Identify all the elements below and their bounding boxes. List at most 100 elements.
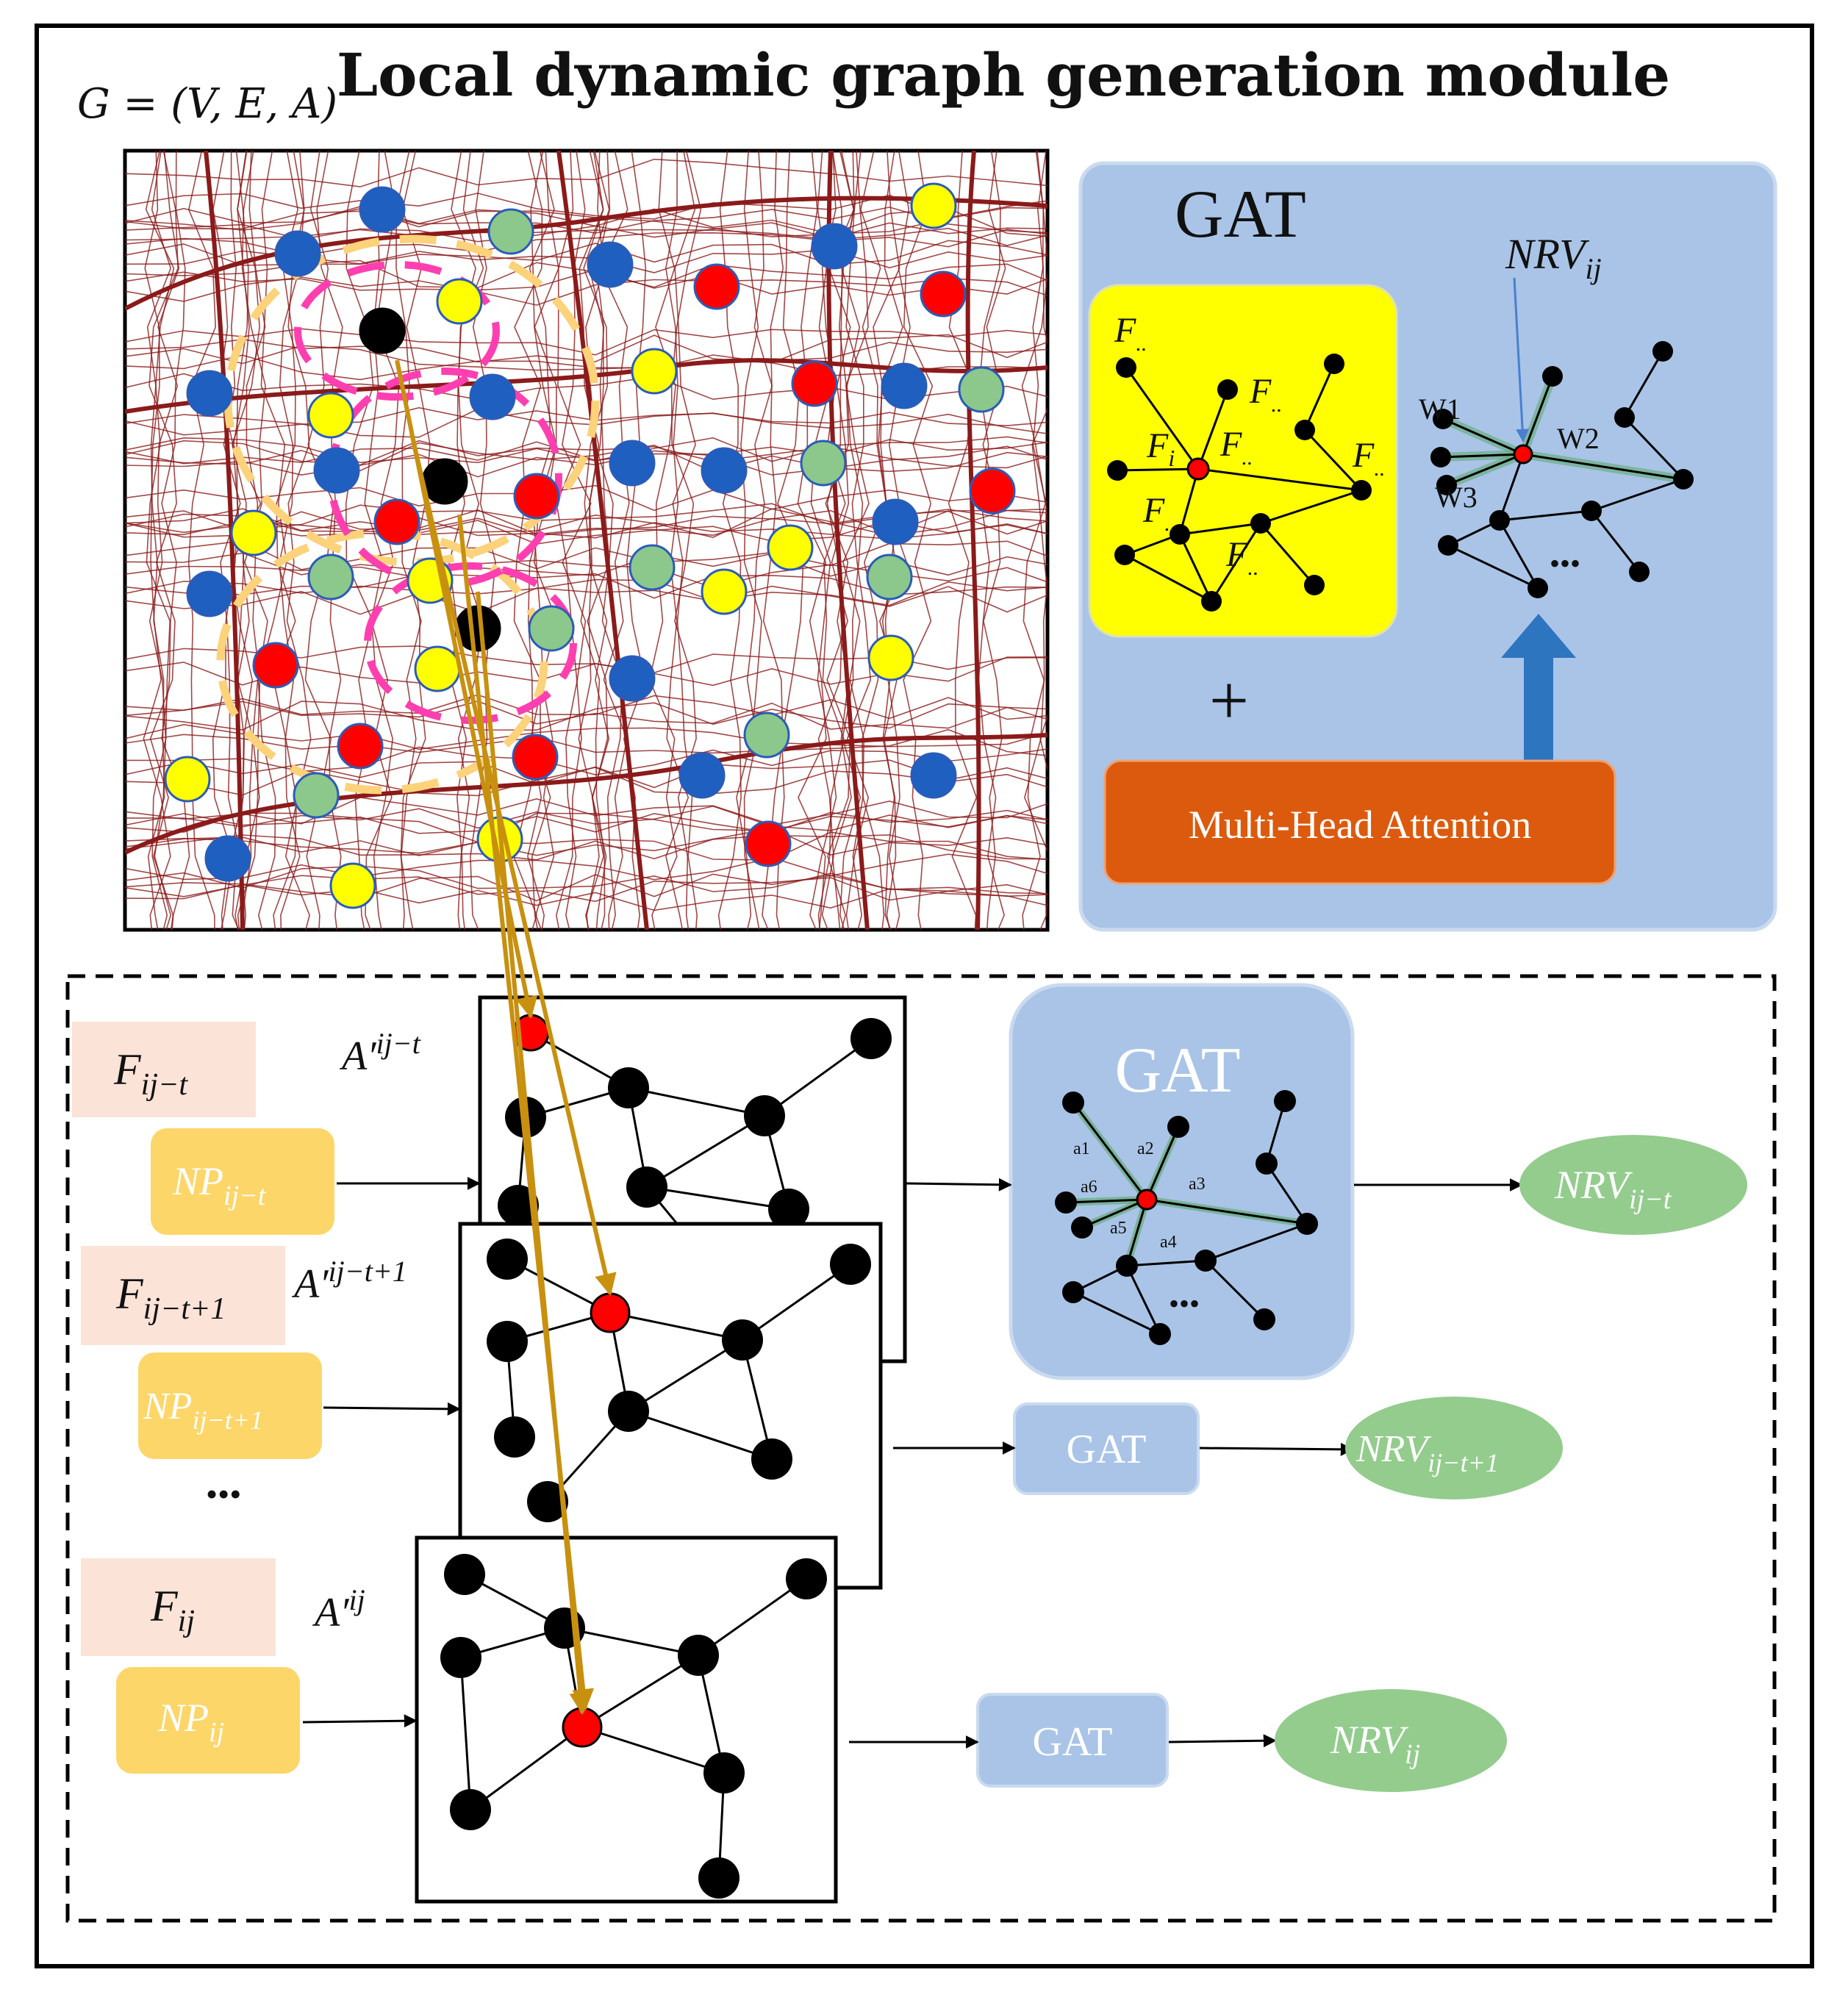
map-node	[866, 553, 913, 601]
map-node	[743, 712, 790, 759]
road	[797, 151, 827, 930]
road	[1031, 151, 1047, 773]
road	[284, 151, 312, 930]
map-node	[186, 370, 233, 417]
target-node	[590, 1292, 631, 1333]
graph-node	[1629, 562, 1650, 582]
road	[146, 151, 172, 930]
target-node	[1136, 1189, 1158, 1211]
map-node	[631, 348, 678, 395]
graph-edge	[1265, 1163, 1308, 1225]
nrv-output-t1	[1345, 1397, 1563, 1499]
target-node	[562, 1707, 603, 1748]
graph-node	[1489, 510, 1510, 531]
np-label-current: NPij	[157, 1696, 224, 1748]
road	[584, 151, 610, 930]
map-node	[969, 467, 1016, 515]
feature-label: F..	[1352, 436, 1385, 481]
graph-edge	[764, 1037, 872, 1117]
graph-node	[498, 1185, 539, 1226]
gat-panel-title: GAT	[1175, 176, 1306, 251]
weighted-graph-ellipsis: •••	[1550, 547, 1580, 580]
map-node	[872, 498, 919, 545]
graph-edge	[1303, 429, 1363, 492]
attention-weight-a5: a5	[1110, 1219, 1127, 1238]
graph-edge	[646, 1186, 789, 1211]
graph-node	[1250, 513, 1271, 534]
f-label-box-current	[81, 1558, 276, 1656]
road	[125, 206, 1047, 234]
road	[125, 276, 1047, 306]
graph-node	[1217, 379, 1238, 400]
feature-label: F..	[1114, 311, 1147, 356]
feature-graph-box	[1088, 284, 1398, 638]
road	[125, 853, 1047, 881]
attention-graph	[1055, 1090, 1318, 1345]
map-node	[745, 820, 792, 867]
road	[860, 151, 887, 930]
graph-edge	[1205, 1222, 1308, 1262]
correspondence-arrow	[409, 433, 617, 1296]
graph-edge	[698, 1577, 807, 1657]
correspondence-arrows	[395, 359, 617, 1715]
map-node	[313, 447, 360, 494]
graph-edge	[1260, 489, 1362, 525]
graph-node	[1542, 366, 1563, 387]
road	[809, 151, 837, 930]
attention-graph-ellipsis: •••	[1169, 1287, 1200, 1320]
road	[237, 151, 266, 930]
graph-node	[1149, 1323, 1171, 1345]
nrv-output-current	[1275, 1689, 1507, 1792]
graph-node	[1055, 1191, 1077, 1214]
graph-t1	[487, 1239, 871, 1522]
map-node	[791, 360, 838, 407]
graph-node	[1116, 357, 1136, 378]
graph-edge	[1072, 1102, 1148, 1200]
graph-edge	[1125, 1265, 1161, 1335]
graph-edge	[1499, 509, 1592, 522]
road	[670, 151, 702, 930]
map-node	[678, 752, 726, 799]
graph-node	[1274, 1090, 1296, 1112]
target-node	[1513, 444, 1533, 465]
graph-node	[1195, 1250, 1217, 1272]
graph-edge	[1072, 1291, 1161, 1336]
map-node	[252, 642, 299, 689]
graph-node	[487, 1321, 528, 1362]
temporal-panel	[65, 974, 1777, 1923]
road	[599, 151, 630, 930]
map-node	[487, 208, 534, 255]
graph-edge	[1065, 1198, 1147, 1204]
road	[125, 484, 1047, 512]
f-label-t: Fij−t	[113, 1045, 188, 1102]
map-node	[373, 498, 420, 545]
graph-edge	[1125, 1199, 1148, 1266]
graph-edge	[1126, 1259, 1206, 1267]
road	[623, 151, 647, 930]
map-node	[359, 186, 406, 233]
f-label-box-t	[72, 1022, 256, 1117]
map-node	[274, 230, 321, 277]
gat-box-current-label: GAT	[1033, 1719, 1113, 1765]
map-node	[701, 447, 748, 494]
input-arrow-current	[302, 1714, 418, 1728]
map-node	[469, 373, 516, 420]
graph-edge	[1146, 1198, 1308, 1225]
graph-node	[1438, 535, 1458, 556]
road	[125, 193, 1047, 220]
input-arrow-t1	[323, 1402, 461, 1416]
graph-node	[1351, 480, 1372, 501]
road	[978, 151, 1005, 930]
graph-node	[527, 1481, 568, 1522]
row-ellipsis: •••	[206, 1475, 241, 1513]
graph-node	[1581, 501, 1602, 521]
road	[125, 700, 1047, 731]
road	[161, 151, 190, 930]
map-node	[230, 509, 277, 556]
a-label-t1: A′ij−t+1	[291, 1255, 407, 1307]
correspondence-arrow	[476, 591, 592, 1715]
road	[125, 158, 1047, 187]
map-node	[867, 634, 914, 681]
graph-edge	[1447, 544, 1539, 589]
